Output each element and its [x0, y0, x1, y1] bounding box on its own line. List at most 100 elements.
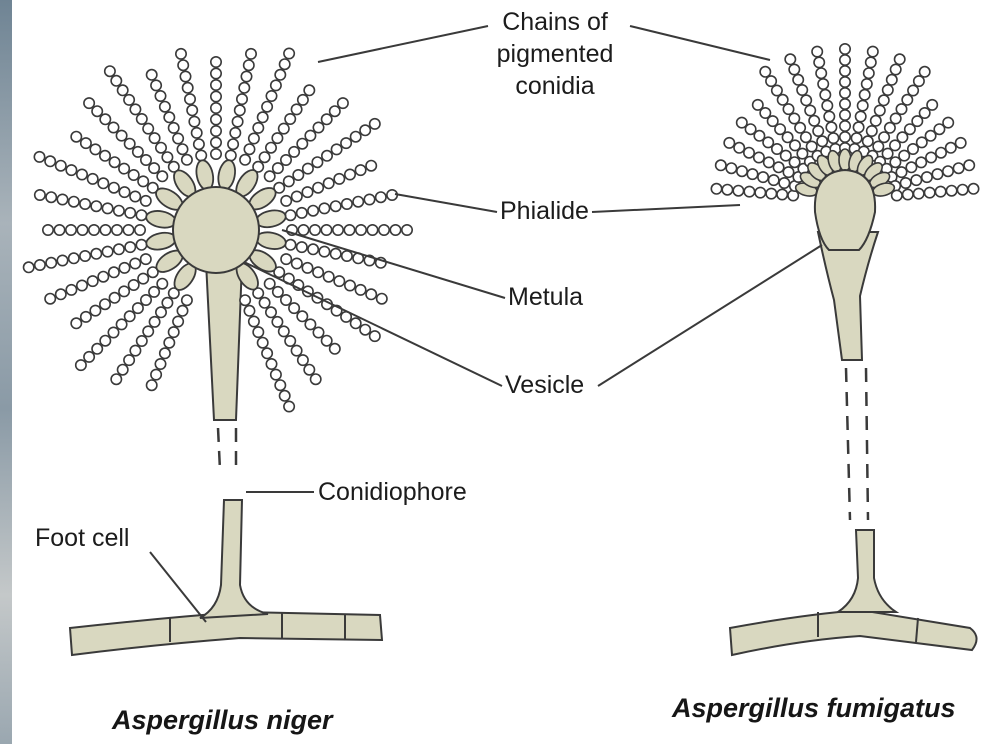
fumigatus-conidium	[772, 85, 782, 95]
fumigatus-conidium	[840, 121, 850, 131]
niger-conidium	[147, 380, 157, 390]
fumigatus-conidium	[722, 185, 732, 195]
fumigatus-conidium	[896, 104, 906, 114]
fumigatus-conidia-chain	[840, 44, 850, 153]
niger-conidium	[298, 355, 308, 365]
fumigatus-conidium	[826, 122, 836, 132]
leader-phialide-to-fumigatus	[592, 205, 740, 212]
niger-conidium	[89, 225, 99, 235]
niger-conidium	[302, 187, 312, 197]
niger-conidium	[211, 114, 221, 124]
niger-conidium	[367, 225, 377, 235]
fumigatus-conidium	[801, 132, 811, 142]
fumigatus-conidium	[711, 184, 721, 194]
niger-conidium	[319, 203, 329, 213]
niger-conidium	[377, 294, 387, 304]
niger-conidium	[338, 98, 348, 108]
niger-conidium	[119, 286, 129, 296]
niger-conidium	[324, 272, 334, 282]
niger-conidium	[157, 279, 167, 289]
fumigatus-conidium	[789, 113, 799, 123]
niger-conidium	[291, 345, 301, 355]
niger-conidium	[313, 327, 323, 337]
niger-conidium	[360, 325, 370, 335]
niger-conidium	[155, 91, 165, 101]
niger-conidium	[211, 103, 221, 113]
niger-conidium	[57, 194, 67, 204]
niger-conidium	[160, 102, 170, 112]
niger-conidium	[137, 114, 147, 124]
niger-conidium	[265, 171, 275, 181]
niger-conidium	[162, 152, 172, 162]
fumigatus-conidium	[724, 138, 734, 148]
niger-conidium	[211, 149, 221, 159]
niger-conidium	[71, 318, 81, 328]
niger-conidium	[342, 199, 352, 209]
fumigatus-conidium	[733, 186, 743, 196]
fumigatus-conidium	[871, 116, 881, 126]
niger-conidium	[266, 307, 276, 317]
niger-conidium	[77, 225, 87, 235]
niger-conidium	[125, 208, 135, 218]
fumigatus-conidium	[911, 175, 921, 185]
niger-conidium	[164, 338, 174, 348]
fumigatus-conidium	[737, 117, 747, 127]
niger-stalk-break	[218, 428, 220, 470]
niger-conidium	[109, 293, 119, 303]
niger-conidium	[324, 178, 334, 188]
fumigatus-conidium	[828, 133, 838, 143]
fumigatus-conidium	[891, 64, 901, 74]
niger-conidium	[293, 170, 303, 180]
phialide-label: Phialide	[500, 195, 589, 227]
fumigatus-conidium	[862, 79, 872, 89]
niger-conidium	[308, 244, 318, 254]
niger-conidium	[98, 272, 108, 282]
fumigatus-conidium	[922, 172, 932, 182]
fumigatus-conidium	[807, 141, 817, 151]
niger-conidium	[297, 311, 307, 321]
fumigatus-stalk-break	[846, 368, 850, 520]
niger-conidium	[228, 139, 238, 149]
niger-conidium	[322, 336, 332, 346]
niger-conidium	[141, 196, 151, 206]
niger-conidium	[149, 317, 159, 327]
fumigatus-conidium	[813, 126, 823, 136]
niger-conidium	[136, 210, 146, 220]
niger-conidium	[176, 49, 186, 59]
niger-conidiophore-stalk	[206, 262, 242, 420]
niger-conidium	[331, 249, 341, 259]
niger-conidium	[130, 104, 140, 114]
niger-conidia-chain	[287, 225, 412, 235]
niger-conidium	[266, 359, 276, 369]
niger-conidium	[353, 197, 363, 207]
fumigatus-conidium	[946, 186, 956, 196]
fumigatus-conidium	[783, 167, 793, 177]
niger-conidium	[302, 263, 312, 273]
fumigatus-conidium	[935, 186, 945, 196]
niger-conidium	[271, 369, 281, 379]
niger-conidium	[141, 254, 151, 264]
niger-conidium	[119, 163, 129, 173]
niger-conidium	[88, 276, 98, 286]
niger-conidium	[182, 295, 192, 305]
niger-conidium	[281, 295, 291, 305]
niger-conidium	[321, 225, 331, 235]
fumigatus-conidium	[840, 66, 850, 76]
fumigatus-conidium	[926, 152, 936, 162]
niger-conidium	[285, 336, 295, 346]
niger-conidium	[116, 319, 126, 329]
niger-conidium	[285, 240, 295, 250]
fumigatus-conidium	[840, 55, 850, 65]
niger-conidium	[135, 225, 145, 235]
fumigatus-conidium	[953, 163, 963, 173]
niger-conidium	[162, 298, 172, 308]
niger-conidium	[24, 262, 34, 272]
niger-conidium	[169, 123, 179, 133]
niger-conidium	[334, 276, 344, 286]
fumigatus-conidium	[879, 95, 889, 105]
niger-conidium	[45, 156, 55, 166]
fumigatus-conidium	[764, 157, 774, 167]
niger-conidium	[92, 106, 102, 116]
fumigatus-conidium	[879, 132, 889, 142]
